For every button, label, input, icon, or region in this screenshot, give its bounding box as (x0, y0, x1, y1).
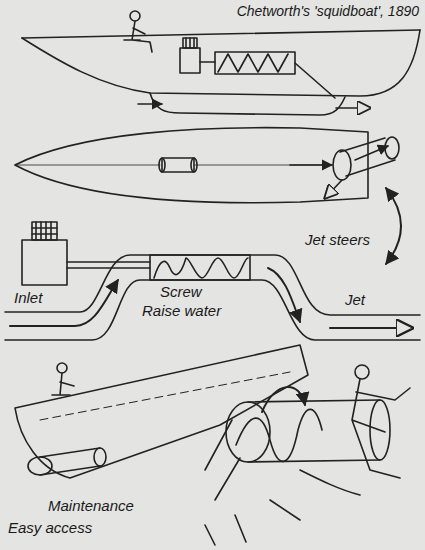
part-label: Raise water (142, 303, 221, 320)
maintenance-detail (205, 365, 410, 545)
part-label: Maintenance (48, 498, 134, 515)
plan-view-boat (15, 128, 401, 264)
title-text: Chetworth's 'squidboat', 1890 (237, 4, 419, 19)
part-label: Inlet (14, 290, 42, 307)
side-view-boat (22, 11, 420, 115)
part-label: Jet (345, 292, 365, 309)
part-label: Jet steers (305, 232, 370, 249)
part-label: Easy access (8, 520, 92, 537)
duct-detail (5, 222, 420, 340)
perspective-boat (15, 345, 308, 478)
part-label: Screw (160, 284, 202, 301)
